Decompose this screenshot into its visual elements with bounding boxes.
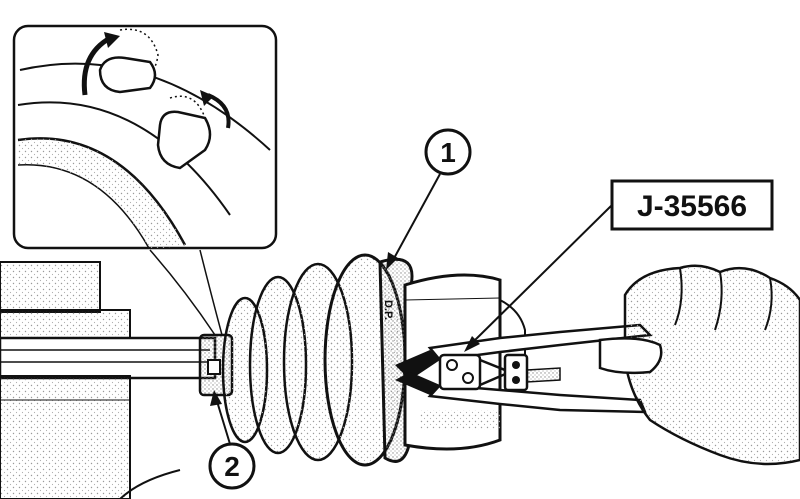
callout-1-label: 1 xyxy=(440,137,456,168)
callout-1: 1 xyxy=(386,128,472,270)
cv-boot xyxy=(221,253,407,467)
callout-2: 2 xyxy=(208,390,256,490)
clamp-ear-lower xyxy=(156,90,231,170)
axle-housing xyxy=(0,261,217,499)
crimping-pliers-tool xyxy=(395,323,653,414)
callout-2-label: 2 xyxy=(224,451,240,482)
tool-label: J-35566 xyxy=(464,179,774,352)
tool-label-text: J-35566 xyxy=(637,190,747,223)
clamp-ear-upper xyxy=(81,28,159,96)
detail-inset xyxy=(12,24,278,336)
svg-text:D.P.: D.P. xyxy=(382,300,394,320)
technician-hand xyxy=(598,264,800,466)
